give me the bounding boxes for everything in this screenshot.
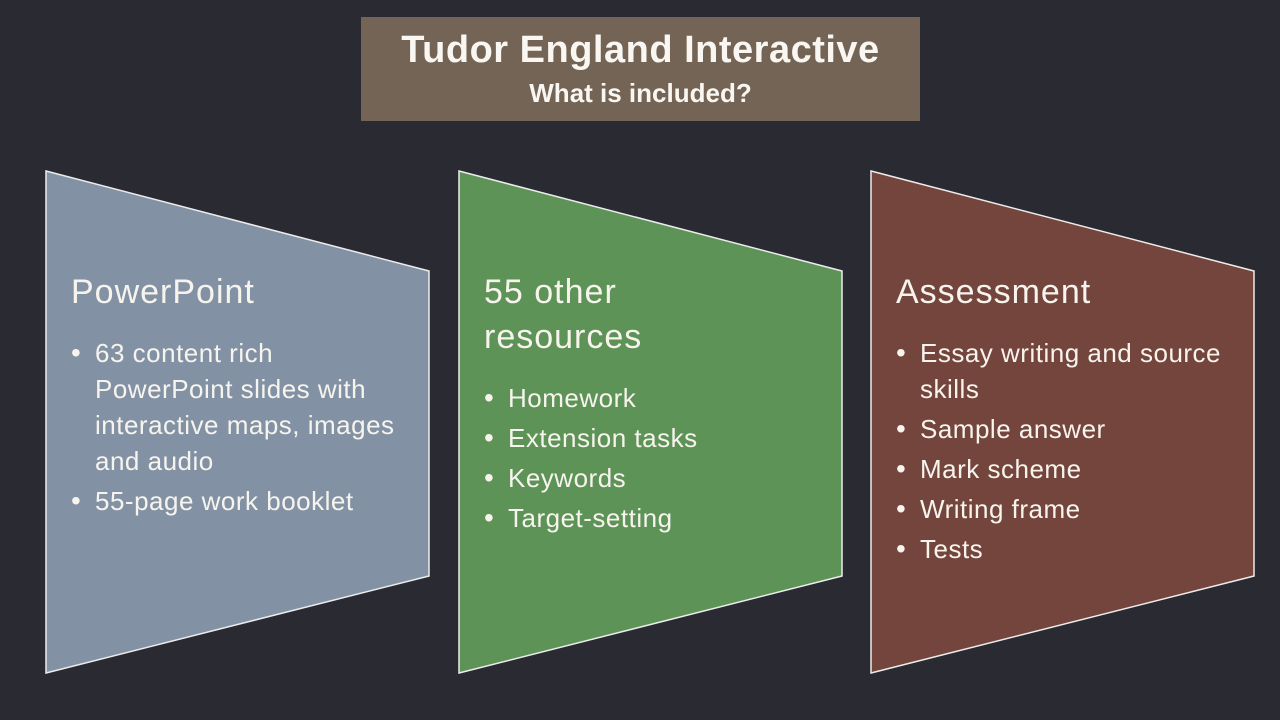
- panel-powerpoint-content: PowerPoint 63 content rich PowerPoint sl…: [45, 270, 430, 523]
- panel-assessment-content: Assessment Essay writing and source skil…: [870, 270, 1255, 571]
- slide-subtitle: What is included?: [529, 78, 752, 109]
- panel-powerpoint: PowerPoint 63 content rich PowerPoint sl…: [45, 170, 430, 674]
- slide-title: Tudor England Interactive: [401, 28, 880, 71]
- title-box: Tudor England Interactive What is includ…: [361, 17, 920, 121]
- bullet-item: Essay writing and source skills: [896, 335, 1227, 407]
- bullet-item: Keywords: [484, 460, 815, 496]
- bullet-item: Homework: [484, 380, 815, 416]
- bullet-item: 55-page work booklet: [71, 483, 402, 519]
- bullet-item: Sample answer: [896, 411, 1227, 447]
- bullet-item: Mark scheme: [896, 451, 1227, 487]
- panel-other-resources-content: 55 other resources Homework Extension ta…: [458, 270, 843, 540]
- bullet-item: Writing frame: [896, 491, 1227, 527]
- panel-powerpoint-heading: PowerPoint: [71, 273, 255, 311]
- bullet-item: Extension tasks: [484, 420, 815, 456]
- bullet-item: Tests: [896, 531, 1227, 567]
- panel-powerpoint-bullet-list: 63 content rich PowerPoint slides with i…: [71, 335, 402, 519]
- panel-other-resources-heading: 55 other resources: [484, 273, 643, 356]
- panel-assessment-bullet-list: Essay writing and source skills Sample a…: [896, 335, 1227, 567]
- panel-assessment-heading: Assessment: [896, 273, 1092, 311]
- bullet-item: Target-setting: [484, 500, 815, 536]
- panel-other-resources-bullet-list: Homework Extension tasks Keywords Target…: [484, 380, 815, 536]
- panel-other-resources: 55 other resources Homework Extension ta…: [458, 170, 843, 674]
- panel-assessment: Assessment Essay writing and source skil…: [870, 170, 1255, 674]
- bullet-item: 63 content rich PowerPoint slides with i…: [71, 335, 402, 479]
